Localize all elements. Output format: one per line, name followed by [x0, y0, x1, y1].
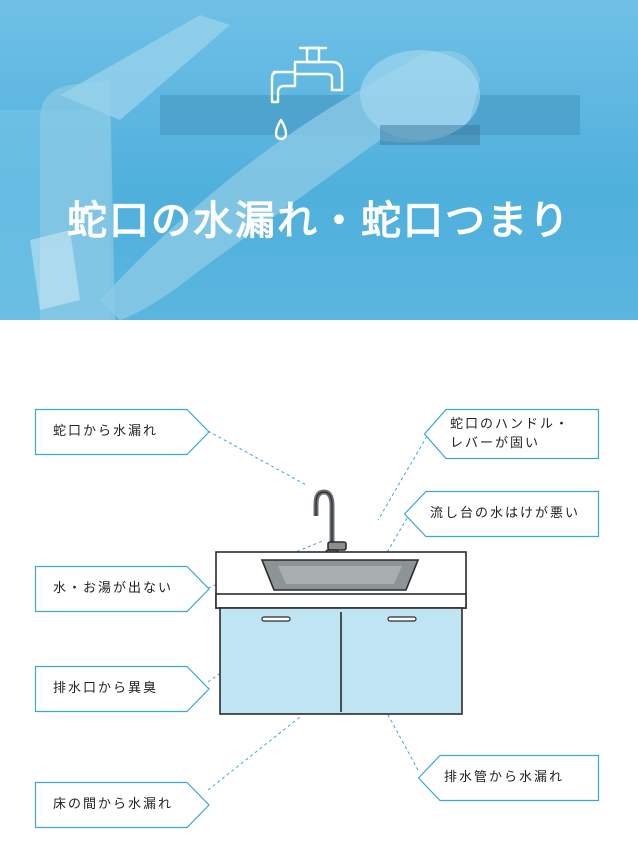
label-floor-leak: 床の間から水漏れ [34, 781, 210, 829]
label-floor-leak-text: 床の間から水漏れ [53, 797, 174, 813]
label-drain-odor: 排水口から異臭 [34, 665, 210, 713]
label-pipe-leak-text: 排水管から水漏れ [444, 770, 565, 786]
faucet-photo-background [0, 15, 580, 320]
label-handle-stiff-line2: レバーが固い [450, 436, 541, 451]
label-faucet-leak: 蛇口から水漏れ [34, 408, 210, 456]
label-no-water-text: 水・お湯が出ない [53, 581, 174, 597]
counter-edge [215, 593, 467, 609]
label-pipe-leak: 排水管から水漏れ [417, 754, 600, 802]
sink-diagram [0, 320, 638, 852]
faucet-icon [270, 46, 344, 141]
hero-banner: 蛇口の水漏れ・蛇口つまり [0, 0, 638, 320]
hero-title: 蛇口の水漏れ・蛇口つまり [67, 198, 571, 244]
label-no-water: 水・お湯が出ない [34, 565, 210, 613]
sink-illustration [207, 430, 467, 791]
label-poor-drainage-text: 流し台の水はけが悪い [430, 506, 581, 522]
cabinet-handle-right [387, 616, 417, 622]
label-handle-stiff-line1: 蛇口のハンドル・ [450, 416, 571, 432]
cabinet-handle-left [261, 616, 291, 622]
label-poor-drainage: 流し台の水はけが悪い [403, 490, 600, 538]
label-drain-odor-text: 排水口から異臭 [53, 681, 159, 697]
leader-lines [207, 430, 431, 791]
label-faucet-leak-text: 蛇口から水漏れ [53, 424, 159, 440]
label-handle-stiff: 蛇口のハンドル・ レバーが固い [423, 408, 600, 460]
